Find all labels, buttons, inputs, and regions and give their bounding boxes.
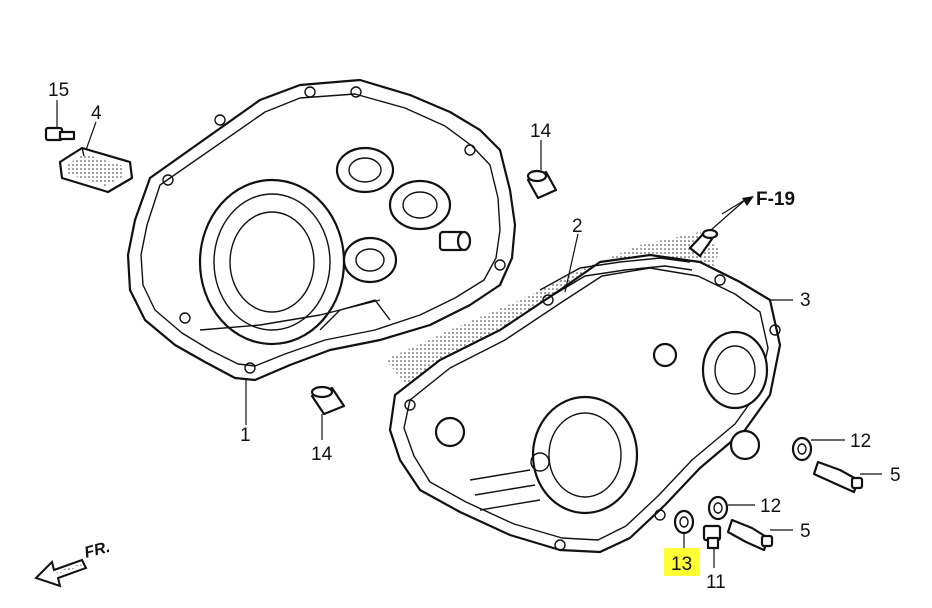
callout-12-lower: 12 <box>760 496 781 517</box>
leader-lines <box>56 100 882 568</box>
callout-15: 15 <box>48 80 69 101</box>
callout-14-lower: 14 <box>311 444 333 465</box>
switch-5-upper <box>812 460 864 494</box>
washer-12-upper <box>791 436 813 462</box>
callout-4: 4 <box>91 103 102 124</box>
callout-5-lower: 5 <box>800 521 811 542</box>
oil-strainer-screen <box>58 146 134 194</box>
front-direction-arrow <box>34 558 88 588</box>
right-crankcase <box>385 228 782 554</box>
callout-13: 13 <box>671 554 692 575</box>
callout-14-upper: 14 <box>530 121 552 142</box>
left-crankcase <box>126 78 517 382</box>
bolt-part-15 <box>44 126 76 142</box>
callout-1: 1 <box>240 425 251 446</box>
washer-12-lower <box>707 495 729 521</box>
dowel-pin-upper <box>526 169 558 200</box>
highlight-box <box>664 548 700 576</box>
callout-3: 3 <box>800 290 811 311</box>
direction-label: FR. <box>83 539 112 562</box>
callout-12-upper: 12 <box>850 431 871 452</box>
reference-arrow <box>721 196 754 215</box>
callout-11: 11 <box>706 572 726 593</box>
callout-2: 2 <box>572 216 583 237</box>
callout-5-upper: 5 <box>890 465 901 486</box>
dowel-pin-lower <box>310 385 346 416</box>
switch-5-lower <box>726 518 774 552</box>
reference-label: F-19 <box>756 189 795 210</box>
washer-13 <box>673 509 695 535</box>
drain-bolt-11 <box>702 524 722 550</box>
